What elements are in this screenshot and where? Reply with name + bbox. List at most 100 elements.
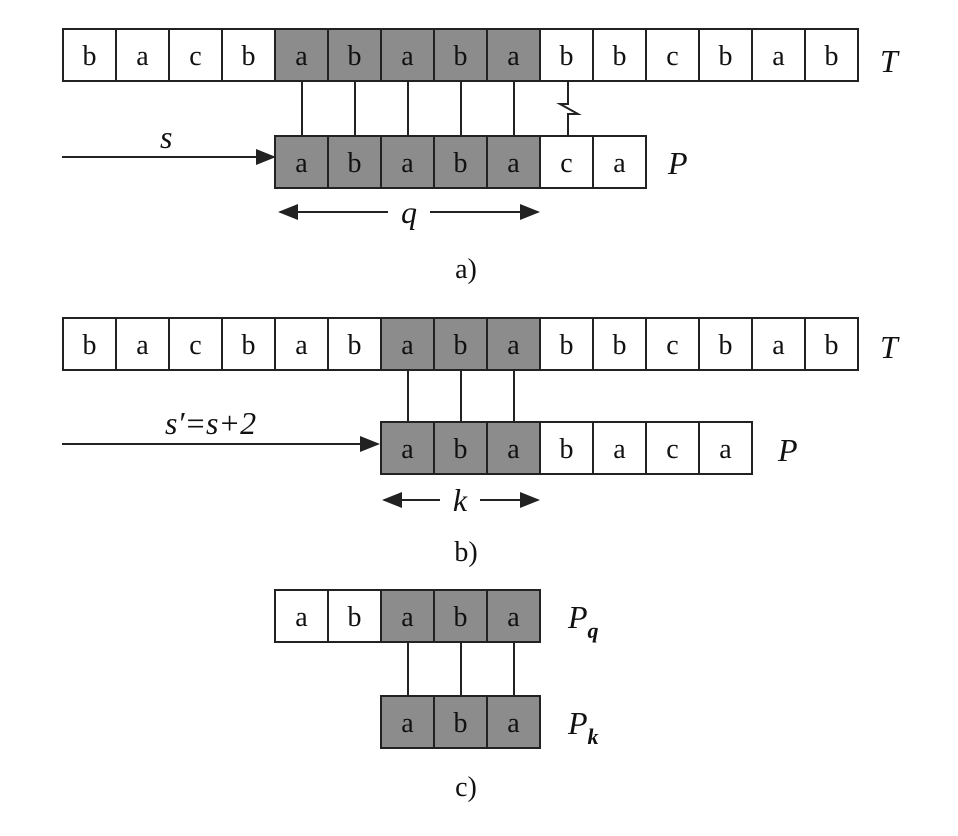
panel-c-pq-cell-0: a bbox=[274, 589, 329, 643]
panel-a-pattern-char-0: a bbox=[295, 148, 308, 179]
panel-a-text-char-11: c bbox=[666, 41, 678, 72]
panel-b-text-cell-1: a bbox=[115, 317, 170, 371]
panel-a-text-label: T bbox=[880, 43, 900, 79]
panel-b-text-char-1: a bbox=[136, 330, 149, 361]
panel-a-text-cell-7: b bbox=[433, 28, 488, 82]
panel-a-pattern-cell-3: b bbox=[433, 135, 488, 189]
panel-b-text-char-14: b bbox=[825, 330, 839, 361]
panel-b-text-cell-14: b bbox=[804, 317, 859, 371]
panel-b-pattern-char-1: b bbox=[454, 434, 468, 465]
panel-a-text-char-2: c bbox=[189, 41, 201, 72]
panel-a-shift-label: s bbox=[160, 119, 172, 155]
panel-c-pq-char-1: b bbox=[348, 602, 362, 633]
panel-a-pattern-char-2: a bbox=[401, 148, 414, 179]
panel-a-text-cell-4: a bbox=[274, 28, 329, 82]
panel-a-text-char-5: b bbox=[348, 41, 362, 72]
panel-b-span-label: k bbox=[453, 482, 468, 518]
panel-a-pattern-cell-5: c bbox=[539, 135, 594, 189]
panel-a-text-char-4: a bbox=[295, 41, 308, 72]
panel-b-text-char-8: a bbox=[507, 330, 520, 361]
panel-b-pattern-cell-4: a bbox=[592, 421, 647, 475]
panel-c-pq-char-3: b bbox=[454, 602, 468, 633]
panel-b-text-cell-8: a bbox=[486, 317, 541, 371]
panel-b-text-cell-6: a bbox=[380, 317, 435, 371]
panel-b-text-cell-7: b bbox=[433, 317, 488, 371]
panel-a-text-cell-10: b bbox=[592, 28, 647, 82]
panel-c-pk-cell-1: b bbox=[433, 695, 488, 749]
panel-a-pattern-char-5: c bbox=[560, 148, 572, 179]
panel-b-shift-label: s′=s+2 bbox=[165, 405, 256, 441]
panel-a-text-cell-8: a bbox=[486, 28, 541, 82]
panel-b-text-char-3: b bbox=[242, 330, 256, 361]
panel-b-pattern-char-6: a bbox=[719, 434, 732, 465]
panel-a-text-char-13: a bbox=[772, 41, 785, 72]
panel-b-text-char-13: a bbox=[772, 330, 785, 361]
panel-b-pattern-char-0: a bbox=[401, 434, 414, 465]
panel-a-pattern-char-1: b bbox=[348, 148, 362, 179]
panel-a-text-cell-1: a bbox=[115, 28, 170, 82]
panel-a-text-char-3: b bbox=[242, 41, 256, 72]
panel-b-match-lines bbox=[407, 370, 515, 422]
panel-c-pq-cell-4: a bbox=[486, 589, 541, 643]
panel-b-text-cell-9: b bbox=[539, 317, 594, 371]
panel-a-pattern-char-6: a bbox=[613, 148, 626, 179]
panel-b-pattern-cell-5: c bbox=[645, 421, 700, 475]
panel-a-text-char-10: b bbox=[613, 41, 627, 72]
panel-b-pattern-label: P bbox=[777, 432, 798, 468]
panel-c-pk-char-0: a bbox=[401, 708, 414, 739]
panel-a-pattern-cell-2: a bbox=[380, 135, 435, 189]
panel-b-pattern-cell-6: a bbox=[698, 421, 753, 475]
panel-a-text-char-12: b bbox=[719, 41, 733, 72]
panel-c-pq-cell-3: b bbox=[433, 589, 488, 643]
panel-a-text-cell-3: b bbox=[221, 28, 276, 82]
panel-a-text-char-0: b bbox=[83, 41, 97, 72]
panel-a-pattern-char-4: a bbox=[507, 148, 520, 179]
panel-b-pattern-cell-2: a bbox=[486, 421, 541, 475]
panel-b-caption: b) bbox=[454, 537, 477, 568]
panel-b-pattern-char-2: a bbox=[507, 434, 520, 465]
panel-a-text-char-14: b bbox=[825, 41, 839, 72]
panel-c-pk-cell-2: a bbox=[486, 695, 541, 749]
panel-b-pattern-char-3: b bbox=[560, 434, 574, 465]
panel-a-text-cell-2: c bbox=[168, 28, 223, 82]
panel-a-text-cell-5: b bbox=[327, 28, 382, 82]
panel-b-text-cell-5: b bbox=[327, 317, 382, 371]
panel-a-text-cell-0: b bbox=[62, 28, 117, 82]
panel-b-text-cell-11: c bbox=[645, 317, 700, 371]
panel-c-pq-char-4: a bbox=[507, 602, 520, 633]
panel-b-pattern-cell-1: b bbox=[433, 421, 488, 475]
panel-a-text-cell-6: a bbox=[380, 28, 435, 82]
panel-b-text-char-2: c bbox=[189, 330, 201, 361]
panel-b-text-cell-2: c bbox=[168, 317, 223, 371]
panel-a-text-char-6: a bbox=[401, 41, 414, 72]
panel-a-text-char-8: a bbox=[507, 41, 520, 72]
panel-c-pq-cell-1: b bbox=[327, 589, 382, 643]
panel-c-caption: c) bbox=[455, 772, 477, 803]
panel-a-text-cell-9: b bbox=[539, 28, 594, 82]
panel-c-pq-label: Pq bbox=[567, 599, 599, 643]
panel-a-pattern-label: P bbox=[667, 145, 688, 181]
panel-c-pk-cell-0: a bbox=[380, 695, 435, 749]
panel-c-pq-char-2: a bbox=[401, 602, 414, 633]
panel-b-pattern-char-4: a bbox=[613, 434, 626, 465]
panel-b-text-cell-13: a bbox=[751, 317, 806, 371]
panel-c-pk-char-2: a bbox=[507, 708, 520, 739]
panel-b-text-cell-0: b bbox=[62, 317, 117, 371]
panel-b-text-char-9: b bbox=[560, 330, 574, 361]
panel-b-text-cell-12: b bbox=[698, 317, 753, 371]
panel-a-text-char-1: a bbox=[136, 41, 149, 72]
panel-b-text-char-11: c bbox=[666, 330, 678, 361]
panel-c-pk-char-1: b bbox=[454, 708, 468, 739]
panel-a-match-lines bbox=[301, 82, 515, 136]
panel-b-text-cell-10: b bbox=[592, 317, 647, 371]
